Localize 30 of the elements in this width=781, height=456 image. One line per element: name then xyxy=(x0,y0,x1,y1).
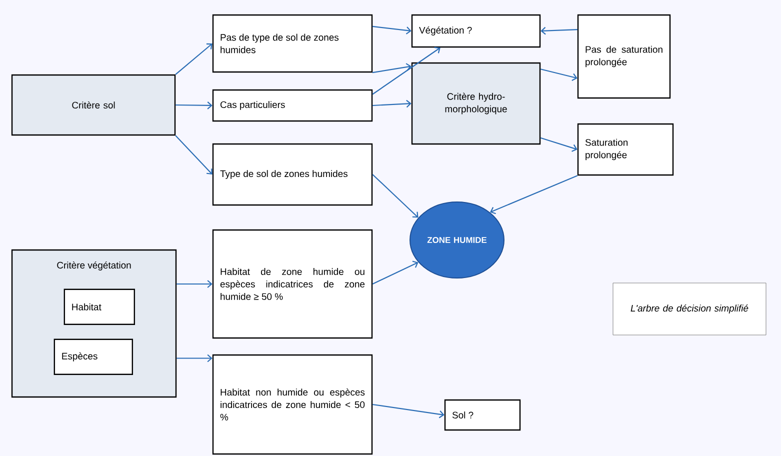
process-box: Habitat de zone humide ou espèces indicatrices de zone humide ≥ 50 % xyxy=(212,229,373,339)
arrow xyxy=(372,46,440,95)
arrow xyxy=(490,175,578,214)
process-box: Sol ? xyxy=(444,399,521,431)
arrow xyxy=(175,135,212,174)
arrow xyxy=(372,100,412,108)
arrow xyxy=(372,63,412,74)
arrow xyxy=(372,404,444,418)
arrow xyxy=(176,102,212,110)
process-box: Saturation prolongée xyxy=(577,123,674,176)
arrow xyxy=(372,260,418,284)
process-box: Type de sol de zones humides xyxy=(212,143,373,206)
process-box: Habitat non humide ou espèces indicatrices de zone humide < 50 % xyxy=(212,354,373,455)
arrow xyxy=(372,174,418,218)
process-box: Habitat xyxy=(64,288,135,325)
process-box: Espèces xyxy=(54,338,133,375)
arrow xyxy=(175,43,212,75)
process-box: Pas de type de sol de zones humides xyxy=(212,14,373,73)
process-box: Végétation ? xyxy=(411,14,541,48)
arrow xyxy=(540,137,578,152)
caption-box: L'arbre de décision simplifié xyxy=(612,282,766,336)
process-box: Pas de saturation prolongée xyxy=(577,14,671,99)
arrow xyxy=(540,26,578,35)
arrow xyxy=(372,26,412,34)
process-box: Cas particuliers xyxy=(212,89,373,122)
arrow xyxy=(176,280,212,288)
arrow xyxy=(540,68,578,81)
arrow xyxy=(176,354,212,362)
criterion-box: Critère sol xyxy=(11,74,176,136)
criterion-box: Critère hydro-morphologique xyxy=(411,62,541,145)
